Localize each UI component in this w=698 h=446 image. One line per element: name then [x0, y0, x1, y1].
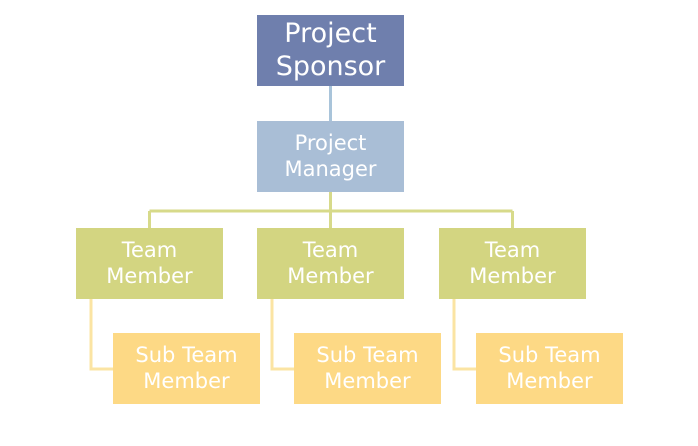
project-sponsor-box: Project Sponsor — [257, 15, 404, 86]
team-member-box-1: Team Member — [76, 228, 223, 299]
project-manager-box: Project Manager — [257, 121, 404, 192]
sub-2-elbow-connector — [270, 299, 294, 371]
sub-1-elbow-connector — [89, 299, 113, 371]
sub-team-member-box-2: Sub Team Member — [294, 333, 441, 404]
team-member-box-2: Team Member — [257, 228, 404, 299]
sub-3-elbow-connector — [452, 299, 476, 371]
sub-team-member-box-3: Sub Team Member — [476, 333, 623, 404]
team-member-box-3: Team Member — [439, 228, 586, 299]
sub-team-member-box-1: Sub Team Member — [113, 333, 260, 404]
